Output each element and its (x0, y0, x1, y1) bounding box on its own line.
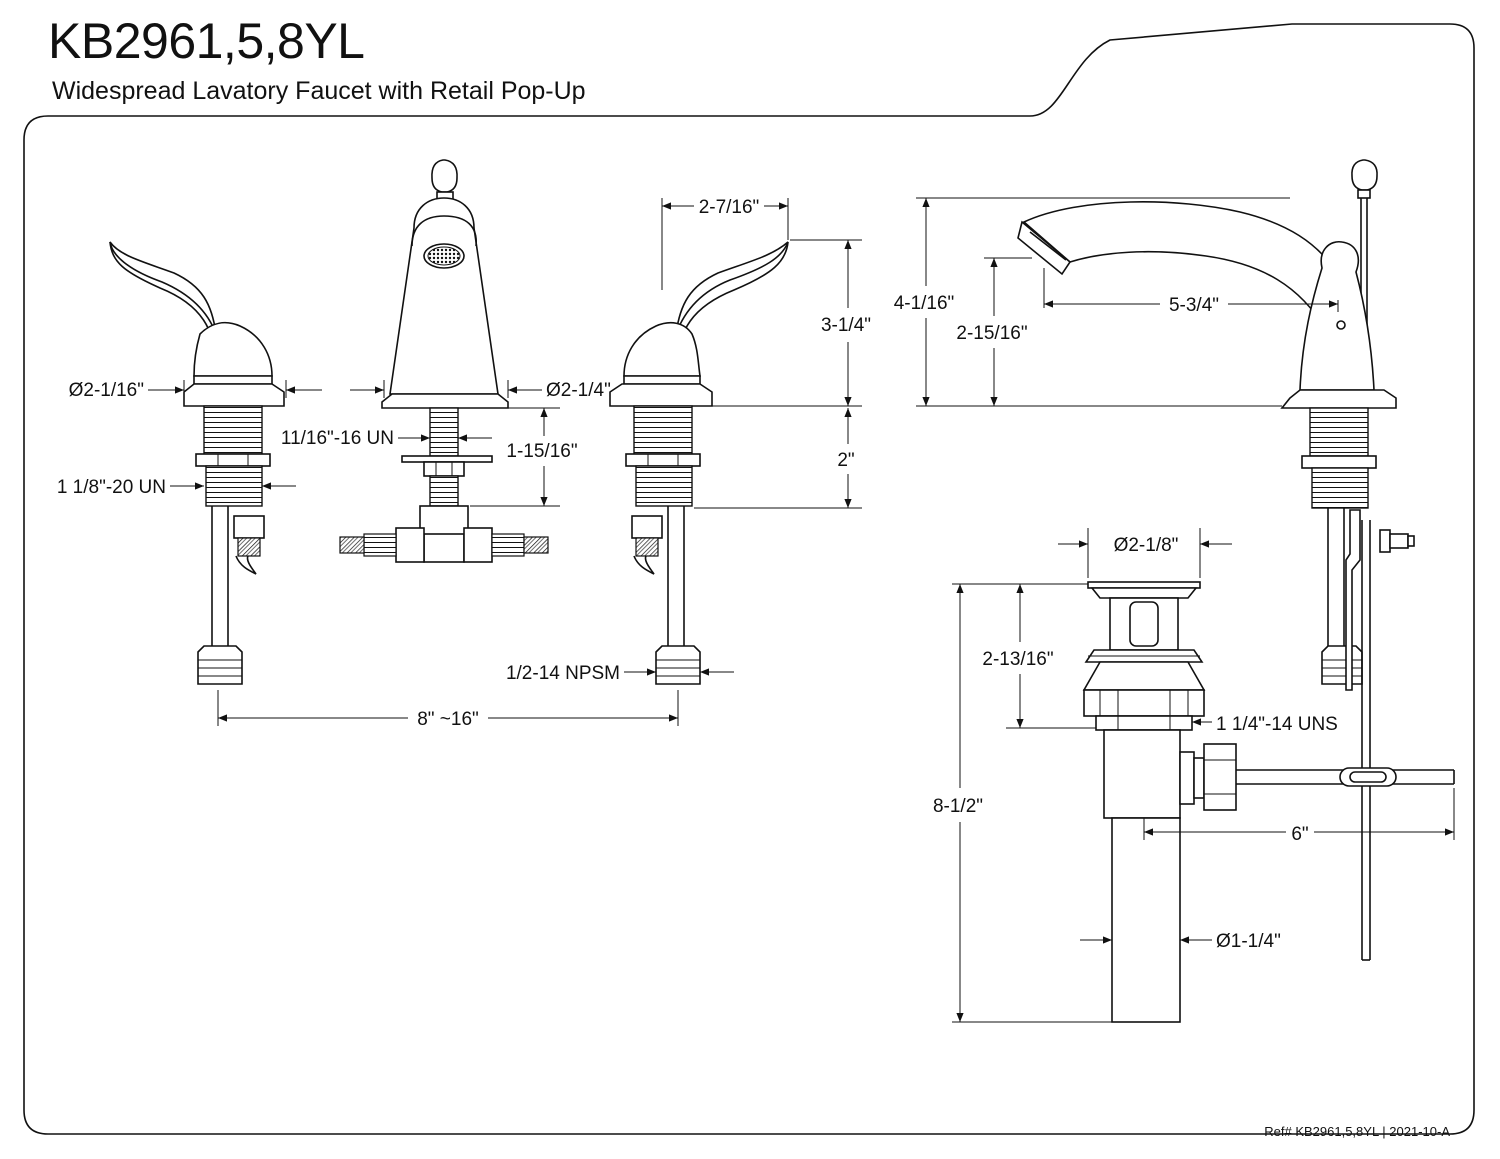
dim-spread: 8" ~16" (417, 709, 479, 730)
right-handle-view (609, 241, 789, 685)
dim-spout-thread: 11/16"-16 UN (281, 428, 394, 449)
popup-drain-view (1082, 581, 1455, 1023)
model-number: KB2961,5,8YL (48, 13, 365, 69)
dim-tail-dia: Ø1-1/4" (1216, 931, 1281, 952)
dim-handle-width: 2-7/16" (699, 197, 760, 218)
dim-handle-base-dia: Ø2-1/16" (69, 380, 144, 401)
left-handle-view (109, 241, 285, 685)
dim-drain-flange-dia: Ø2-1/8" (1114, 535, 1179, 556)
dim-total-height: 4-1/16" (894, 293, 955, 314)
dim-supply-thread: 1/2-14 NPSM (506, 663, 620, 684)
dim-shank-len: 2" (837, 450, 854, 471)
dim-spout-reach: 5-3/4" (1169, 295, 1219, 316)
dimension-labels: Ø2-1/16" 1 1/8"-20 UN Ø2-1/4" 11/16"-16 … (57, 197, 1338, 952)
product-description: Widespread Lavatory Faucet with Retail P… (52, 77, 586, 105)
dimension-lines (148, 197, 1455, 1023)
sheet-frame (23, 23, 1475, 1135)
dim-drain-top-height: 2-13/16" (982, 649, 1053, 670)
spout-front-view (339, 159, 549, 563)
dim-spout-height: 2-15/16" (956, 323, 1027, 344)
dim-spout-base-dia: Ø2-1/4" (546, 380, 611, 401)
dim-spout-shank-len: 1-15/16" (506, 441, 577, 462)
dim-drain-thread: 1 1/4"-14 UNS (1216, 714, 1338, 735)
dim-handle-thread: 1 1/8"-20 UN (57, 477, 166, 498)
faucet-side-view (1017, 159, 1415, 961)
drawing-reference: Ref# KB2961,5,8YL | 2021-10-A (1264, 1124, 1450, 1139)
dim-rod-len: 6" (1291, 824, 1308, 845)
dim-drain-total-len: 8-1/2" (933, 796, 983, 817)
dim-handle-height: 3-1/4" (821, 315, 871, 336)
